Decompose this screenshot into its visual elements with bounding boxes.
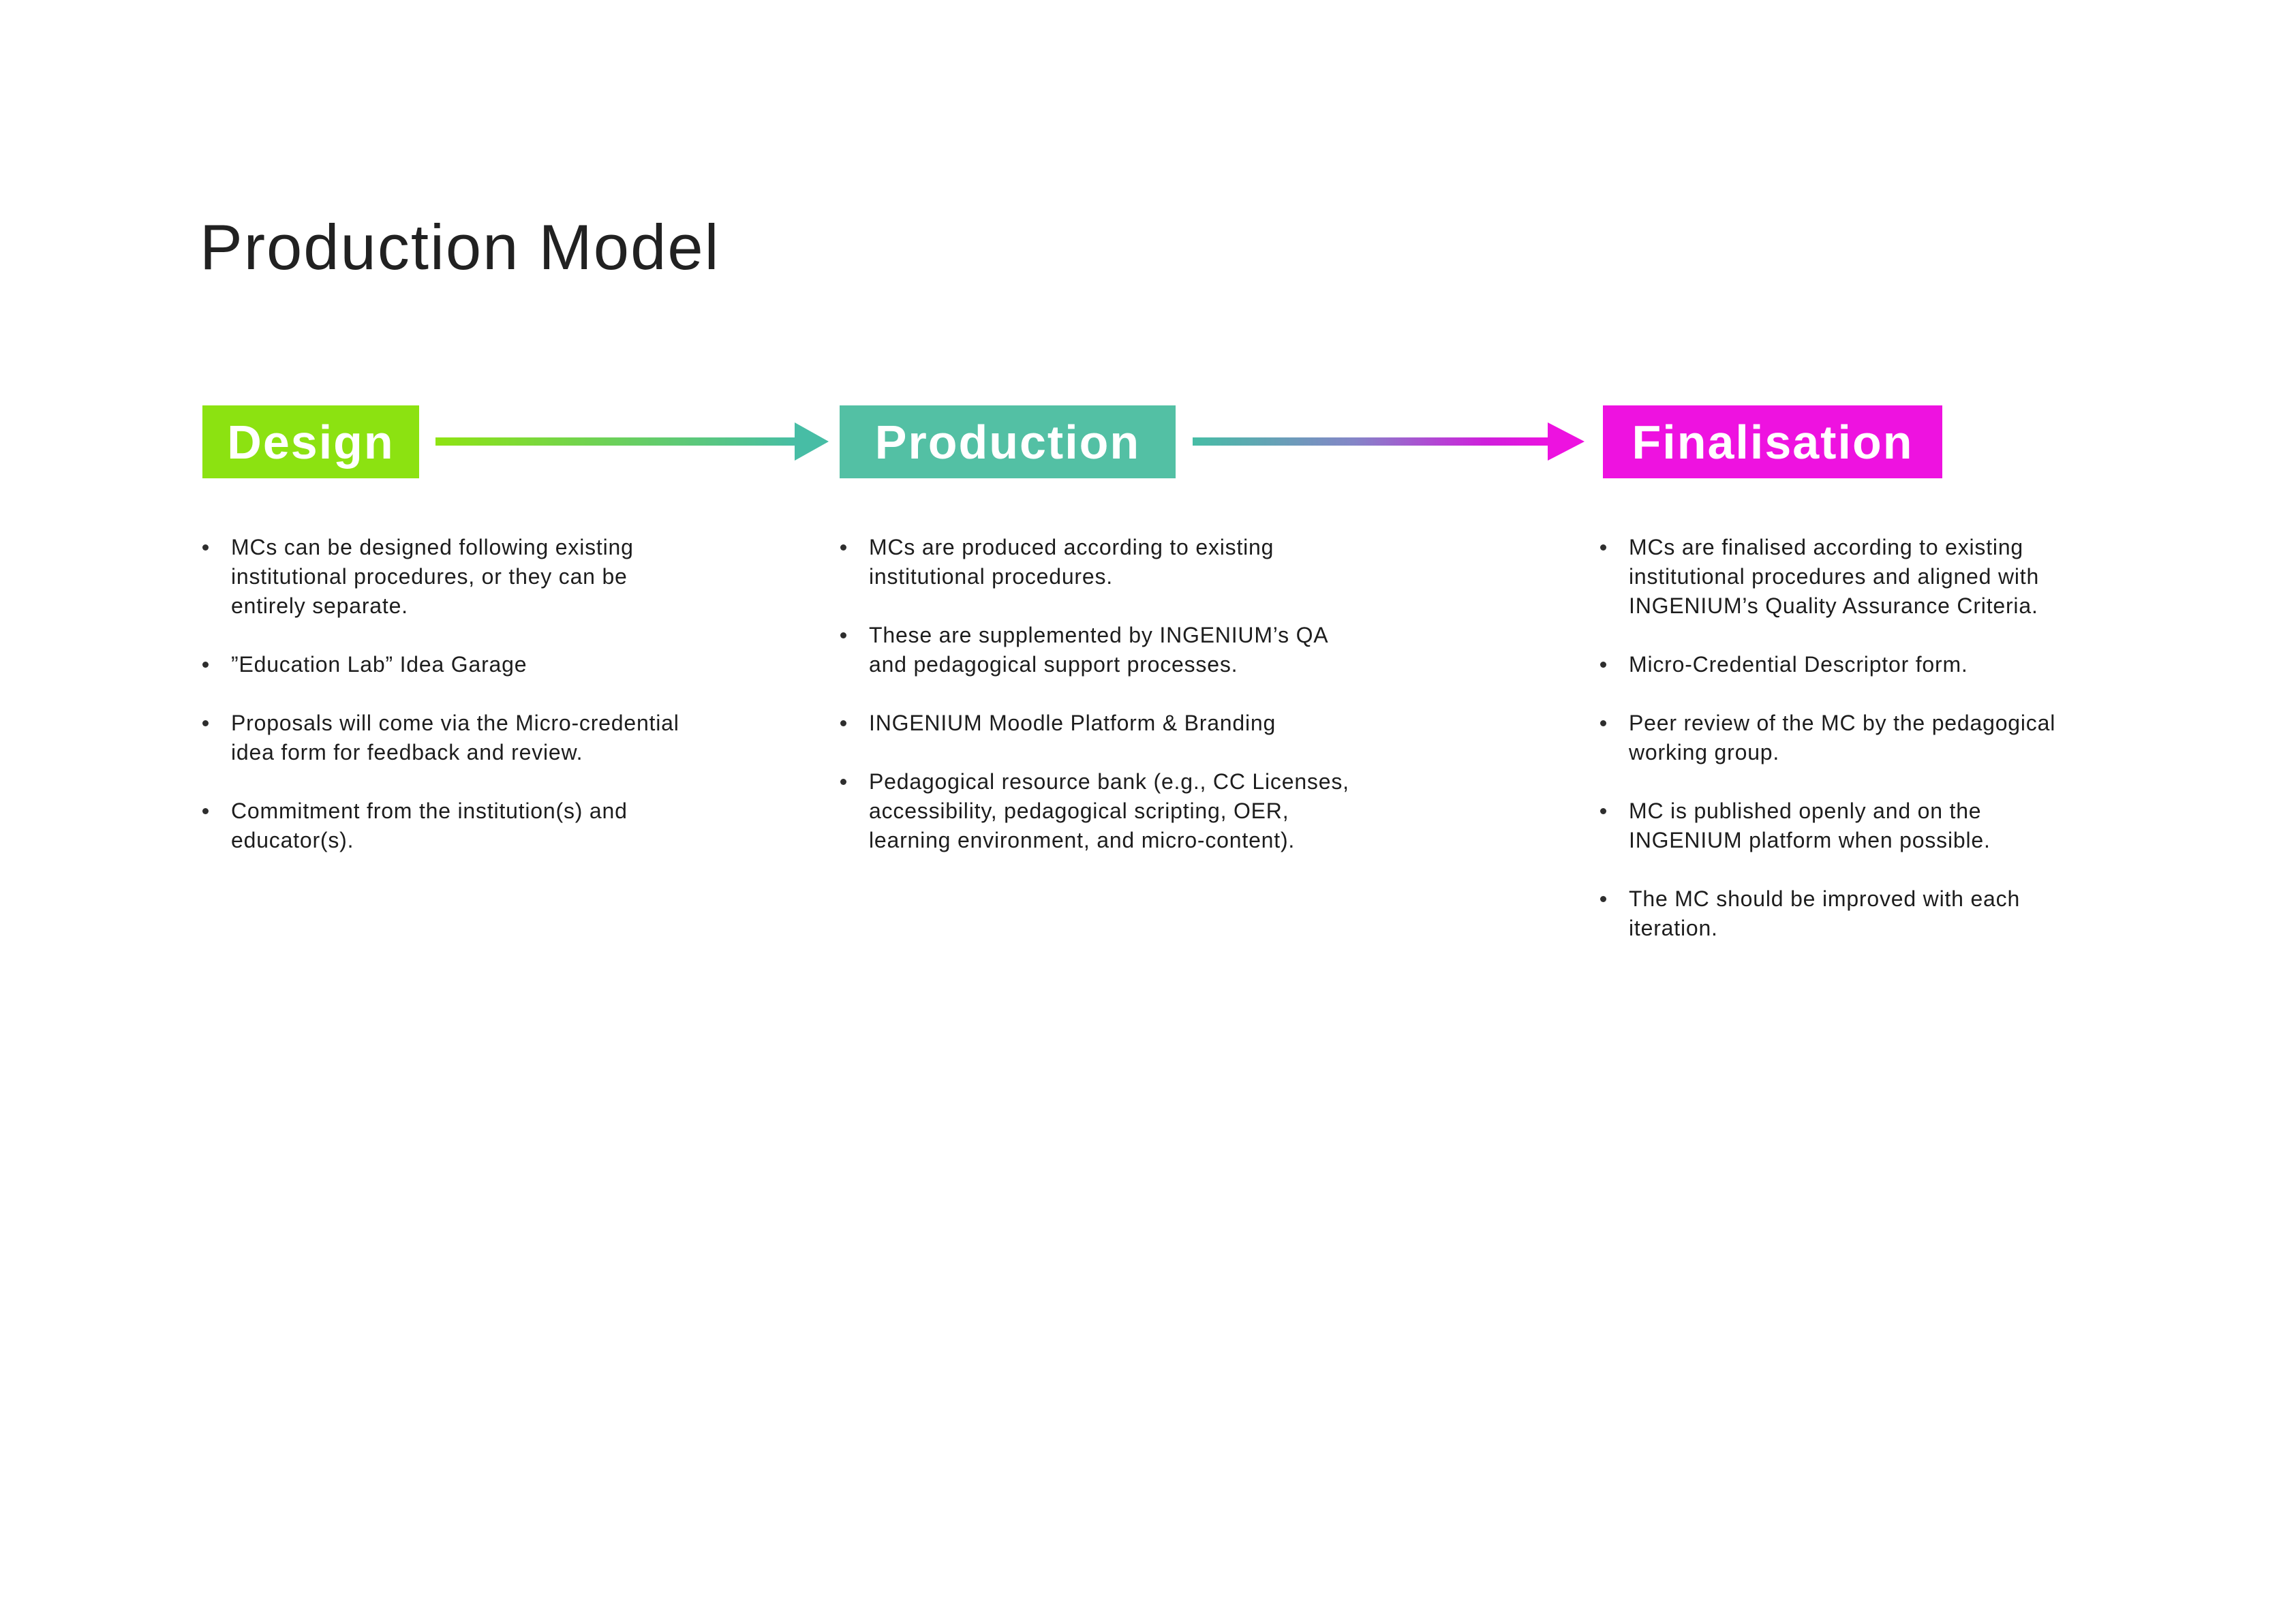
list-item: Peer review of the MC by the pedagogical… [1600, 709, 2227, 767]
list-item: ”Education Lab” Idea Garage [202, 650, 829, 679]
bullet-dot [1600, 896, 1606, 902]
list-item: INGENIUM Moodle Platform & Branding [840, 709, 1467, 738]
bullet-text: Commitment from the institution(s) and e… [231, 799, 628, 852]
list-item: Proposals will come via the Micro-creden… [202, 709, 829, 767]
bullet-dot [840, 544, 846, 551]
list-item: These are supplemented by INGENIUM’s QA … [840, 621, 1467, 679]
production-bullet-list: MCs are produced according to existing i… [840, 533, 1467, 884]
bullet-dot [840, 632, 846, 638]
stage-label-production: Production [874, 415, 1141, 469]
bullet-dot [1600, 720, 1606, 726]
bullet-text: ”Education Lab” Idea Garage [231, 652, 527, 677]
list-item: MCs are finalised according to existing … [1600, 533, 2227, 621]
arrow-shaft [1193, 437, 1550, 446]
bullet-text: MC is published openly and on the INGENI… [1629, 799, 1991, 852]
bullet-dot [1600, 808, 1606, 814]
bullet-dot [840, 720, 846, 726]
bullet-dot [1600, 662, 1606, 668]
bullet-text: The MC should be improved with each iter… [1629, 886, 2021, 940]
design-bullet-list: MCs can be designed following existing i… [202, 533, 829, 884]
bullet-text: These are supplemented by INGENIUM’s QA … [869, 623, 1329, 677]
stage-box-design: Design [202, 405, 419, 478]
bullet-text: Micro-Credential Descriptor form. [1629, 652, 1968, 677]
list-item: MCs are produced according to existing i… [840, 533, 1467, 591]
arrow-production-to-finalisation-icon [1193, 422, 1585, 461]
list-item: MCs can be designed following existing i… [202, 533, 829, 621]
list-item: Commitment from the institution(s) and e… [202, 797, 829, 855]
list-item: Pedagogical resource bank (e.g., CC Lice… [840, 767, 1467, 855]
bullet-text: Pedagogical resource bank (e.g., CC Lice… [869, 769, 1349, 852]
arrow-head [1548, 422, 1585, 461]
bullet-dot [202, 544, 209, 551]
list-item: Micro-Credential Descriptor form. [1600, 650, 2227, 679]
bullet-text: MCs are produced according to existing i… [869, 535, 1274, 589]
bullet-text: MCs are finalised according to existing … [1629, 535, 2040, 618]
bullet-text: Peer review of the MC by the pedagogical… [1629, 711, 2056, 764]
page-title: Production Model [200, 211, 720, 283]
arrow-shaft [435, 437, 797, 446]
bullet-dot [202, 720, 209, 726]
stage-box-finalisation: Finalisation [1603, 405, 1942, 478]
bullet-text: Proposals will come via the Micro-creden… [231, 711, 679, 764]
stage-label-finalisation: Finalisation [1632, 415, 1914, 469]
finalisation-bullet-list: MCs are finalised according to existing … [1600, 533, 2227, 972]
bullet-dot [202, 808, 209, 814]
bullet-text: INGENIUM Moodle Platform & Branding [869, 711, 1276, 735]
stage-box-production: Production [840, 405, 1176, 478]
bullet-dot [202, 662, 209, 668]
stage-label-design: Design [227, 415, 395, 469]
arrow-design-to-production-icon [435, 422, 829, 461]
list-item: The MC should be improved with each iter… [1600, 884, 2227, 943]
bullet-dot [840, 779, 846, 785]
bullet-text: MCs can be designed following existing i… [231, 535, 634, 618]
arrow-head [795, 422, 829, 461]
list-item: MC is published openly and on the INGENI… [1600, 797, 2227, 855]
bullet-dot [1600, 544, 1606, 551]
